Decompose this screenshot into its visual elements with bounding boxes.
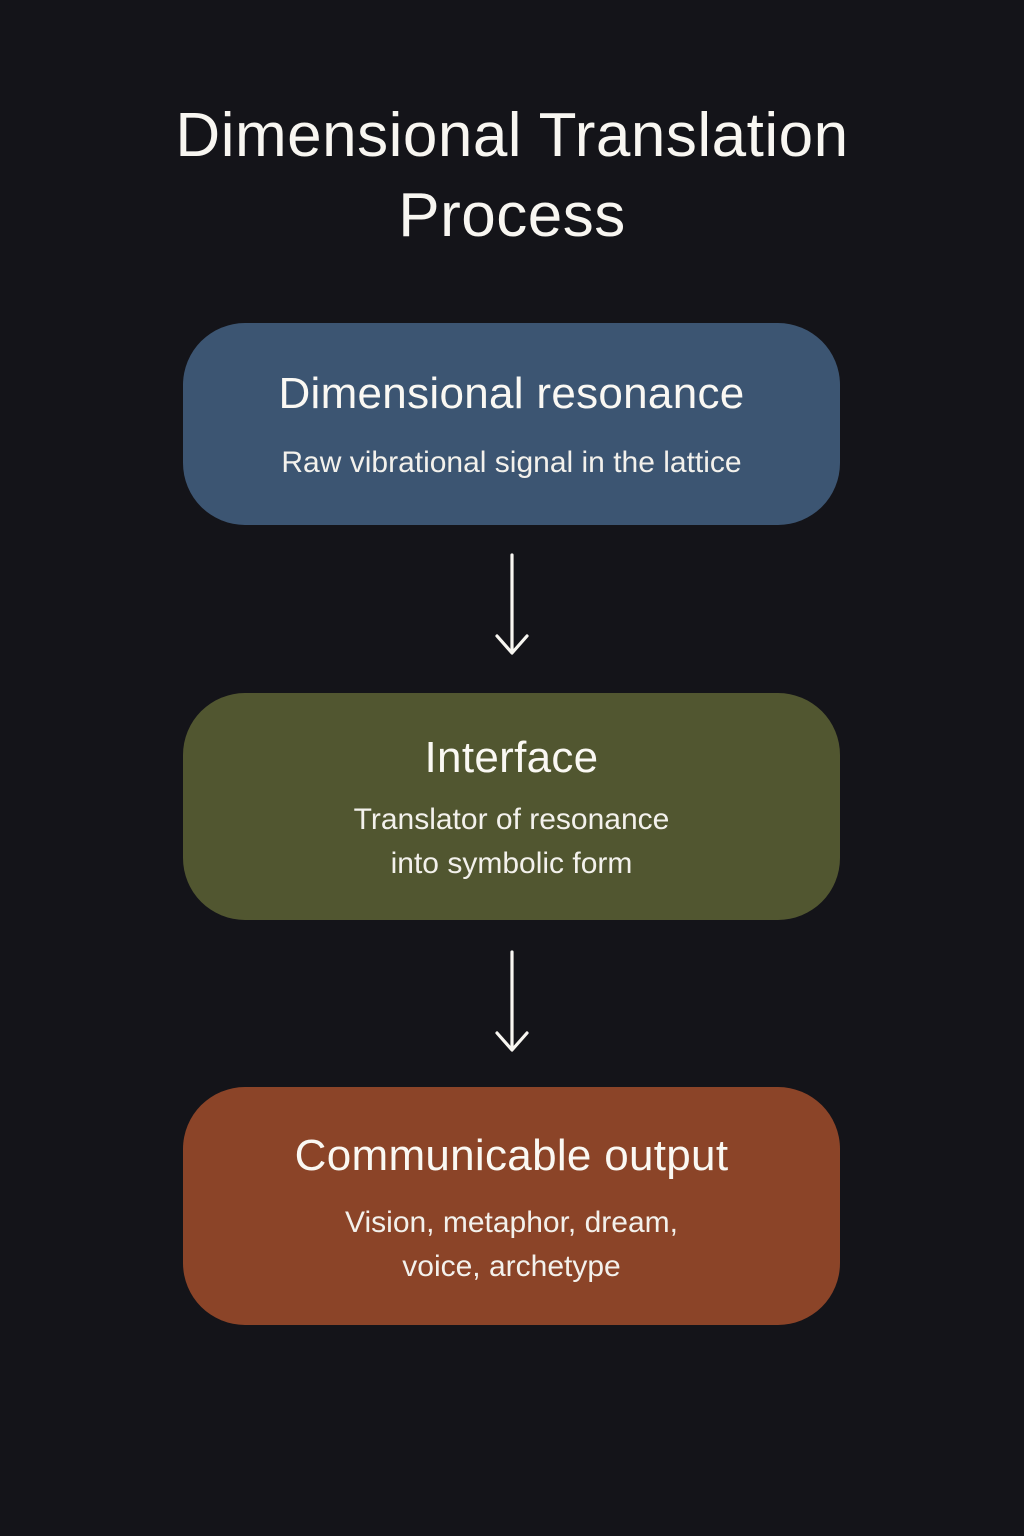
diagram-title-line-1: Dimensional Translation <box>175 101 849 170</box>
step-description-line: Translator of resonance <box>353 803 670 836</box>
step-description: Raw vibrational signal in the lattice <box>183 441 840 485</box>
arrow-down-icon <box>495 553 529 655</box>
step-description-line: Vision, metaphor, dream, <box>345 1206 678 1239</box>
arrow-down-icon <box>495 950 529 1052</box>
step-dimensional-resonance: Dimensional resonance Raw vibrational si… <box>183 323 840 525</box>
step-title: Interface <box>424 733 599 782</box>
step-description-line: into symbolic form <box>390 847 633 880</box>
step-interface: Interface Translator of resonance into s… <box>183 693 840 920</box>
step-title: Dimensional resonance <box>278 369 745 418</box>
diagram-title: Dimensional Translation Process <box>0 96 1024 256</box>
step-description-line: voice, archetype <box>402 1250 621 1283</box>
step-description: Translator of resonance into symbolic fo… <box>183 798 840 886</box>
diagram-title-line-2: Process <box>398 181 626 250</box>
arrow-head <box>495 1031 529 1052</box>
step-communicable-output: Communicable output Vision, metaphor, dr… <box>183 1087 840 1325</box>
step-description-line: Raw vibrational signal in the lattice <box>281 446 742 479</box>
step-description: Vision, metaphor, dream, voice, archetyp… <box>183 1201 840 1289</box>
arrow-head <box>495 634 529 655</box>
step-title: Communicable output <box>294 1131 729 1180</box>
